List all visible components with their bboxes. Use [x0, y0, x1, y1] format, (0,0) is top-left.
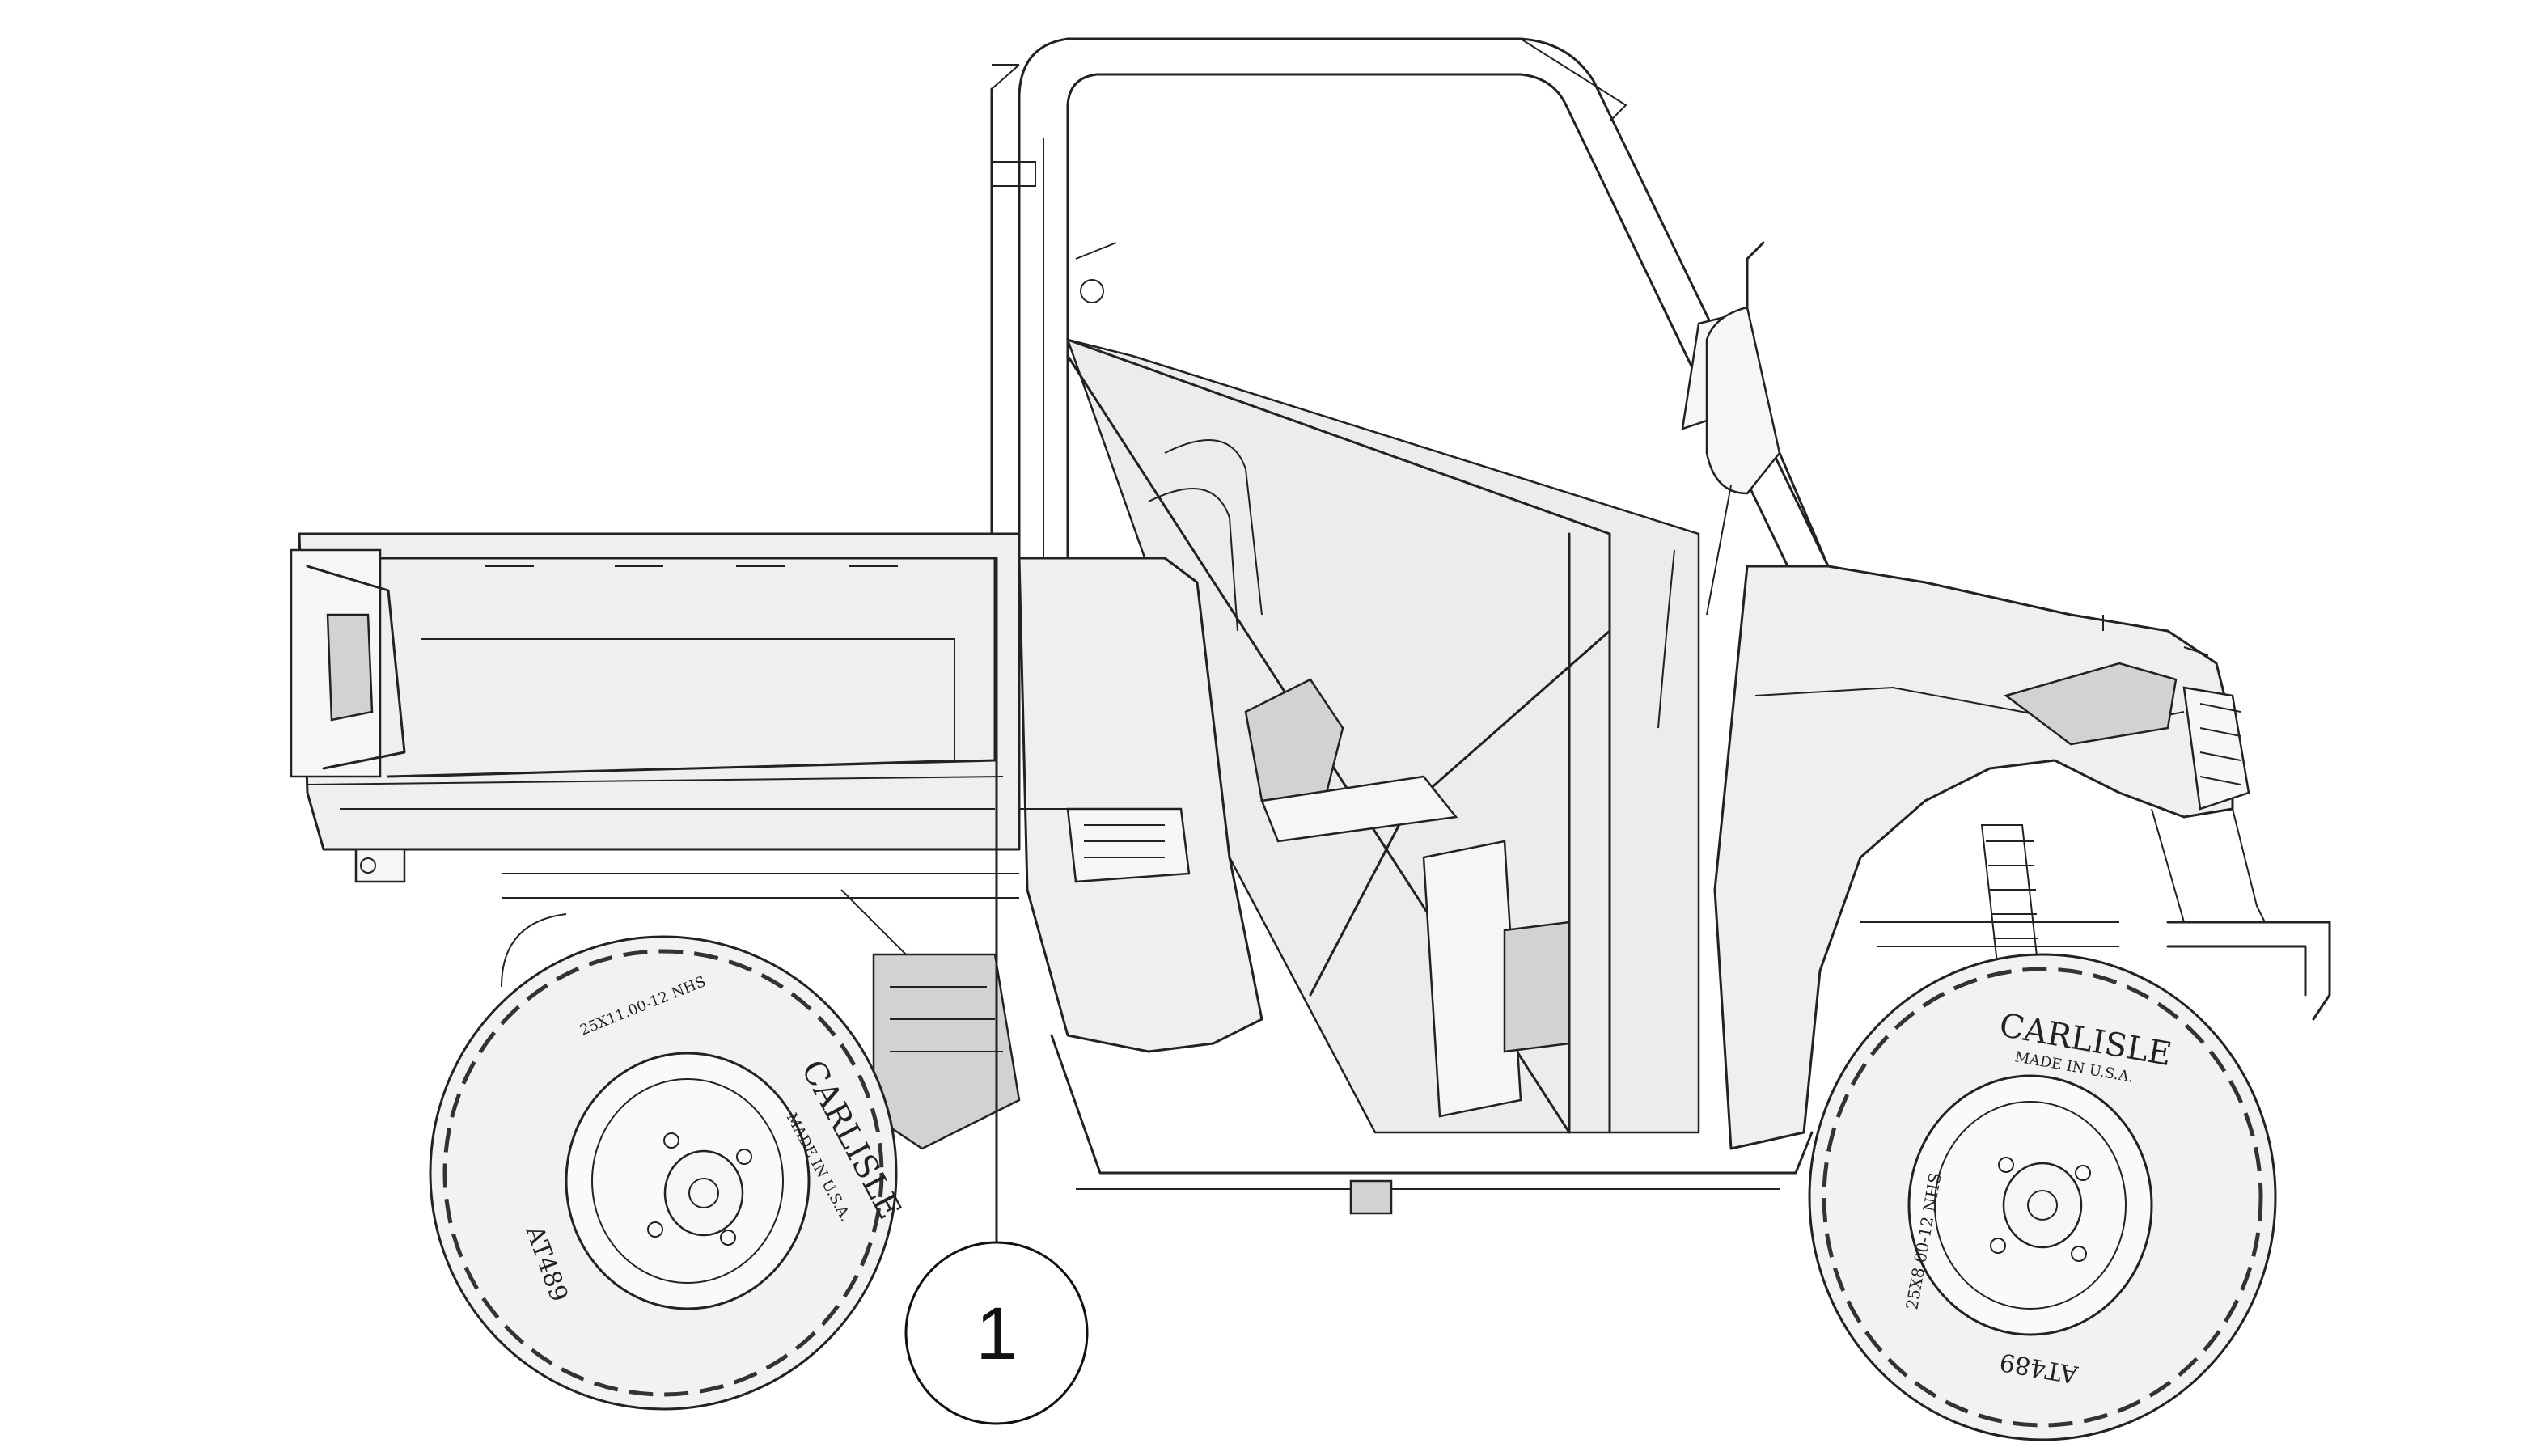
seat	[1244, 678, 1571, 1118]
cargo-bed	[290, 532, 1021, 883]
main-body	[1018, 557, 1814, 1215]
steering-and-mirror	[1657, 241, 1830, 729]
callout-1-label: 1	[976, 1293, 1017, 1375]
callout-1-circle	[904, 1241, 1089, 1425]
roll-cage	[990, 37, 1830, 568]
callout-1: 1	[904, 557, 1089, 1425]
front-wheel	[1808, 953, 2277, 1441]
front-bumper	[2151, 808, 2331, 1021]
front-body	[1713, 565, 2250, 1150]
rear-wheel	[429, 935, 898, 1411]
